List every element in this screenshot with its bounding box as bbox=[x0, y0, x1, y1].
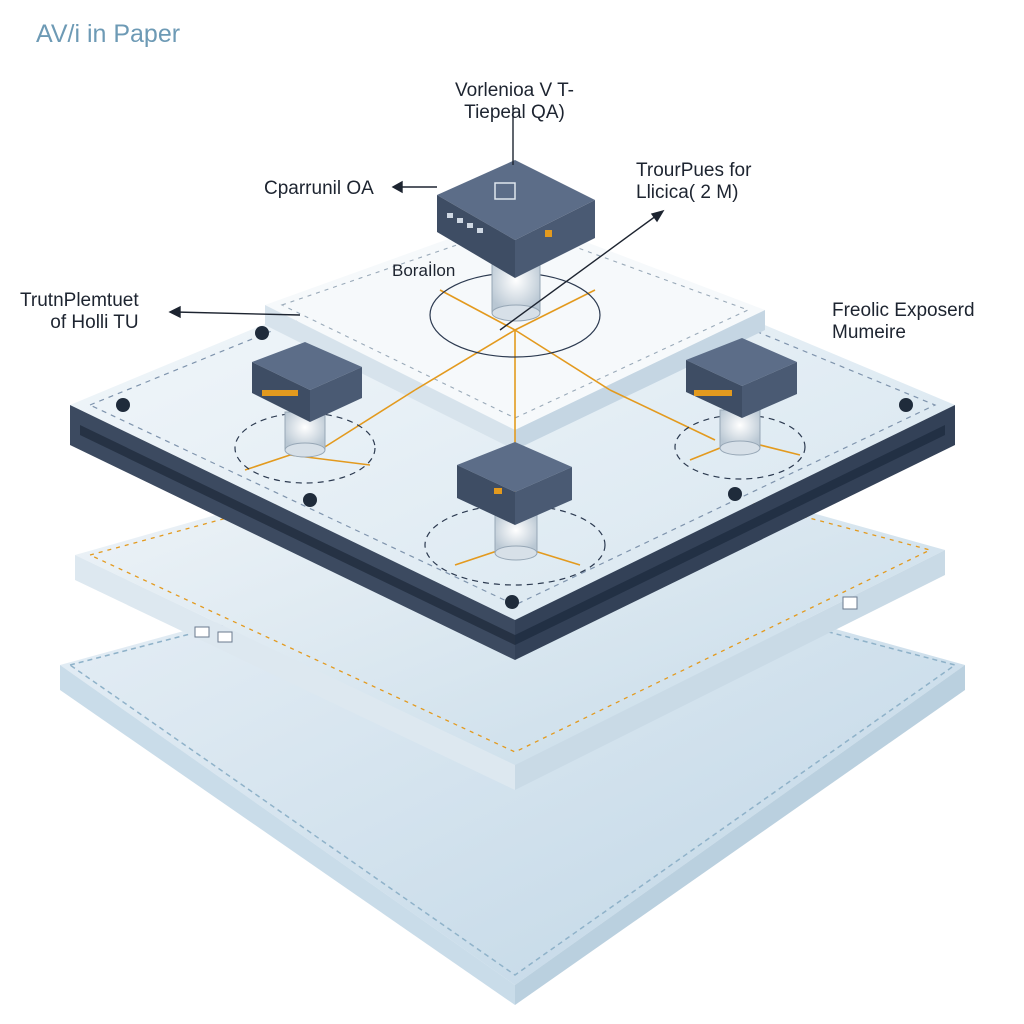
status-led-icon bbox=[545, 230, 552, 237]
top-plate bbox=[265, 215, 765, 450]
device-logo-icon bbox=[494, 182, 516, 200]
port-icon bbox=[447, 213, 483, 233]
label-top-center-line1: Vorlenioa V T- bbox=[455, 80, 575, 101]
label-left-line1: TrutnPlemtuet bbox=[20, 290, 139, 311]
device-front bbox=[457, 442, 572, 561]
label-center: Boraİlon bbox=[392, 261, 456, 280]
label-right-line1: Freolic Exposerd bbox=[832, 300, 975, 321]
device-center-top bbox=[437, 160, 595, 322]
device-left bbox=[252, 342, 362, 458]
label-right-line2: Mumeire bbox=[832, 322, 906, 343]
label-upper-left: Cparrunil OA bbox=[264, 178, 374, 199]
label-right: Freolic Exposerd Mumeire bbox=[832, 300, 975, 344]
label-left: TrutnPlemtuet of Holli TU bbox=[20, 290, 139, 334]
label-top-center-line2: Tiepeal QA) bbox=[464, 102, 565, 123]
label-upper-right: TrourPues for Llicica( 2 M) bbox=[636, 160, 751, 204]
brand-title: AV/i in Paper bbox=[36, 20, 181, 48]
label-upper-right-line1: TrourPues for bbox=[636, 160, 752, 181]
label-upper-right-line2: Llicica( 2 M) bbox=[636, 182, 739, 203]
label-left-line2: of Holli TU bbox=[50, 312, 139, 333]
label-top-center: Vorlenioa V T- Tiepeal QA) bbox=[455, 80, 574, 124]
device-right bbox=[686, 338, 797, 456]
callout-pointers bbox=[168, 105, 665, 331]
